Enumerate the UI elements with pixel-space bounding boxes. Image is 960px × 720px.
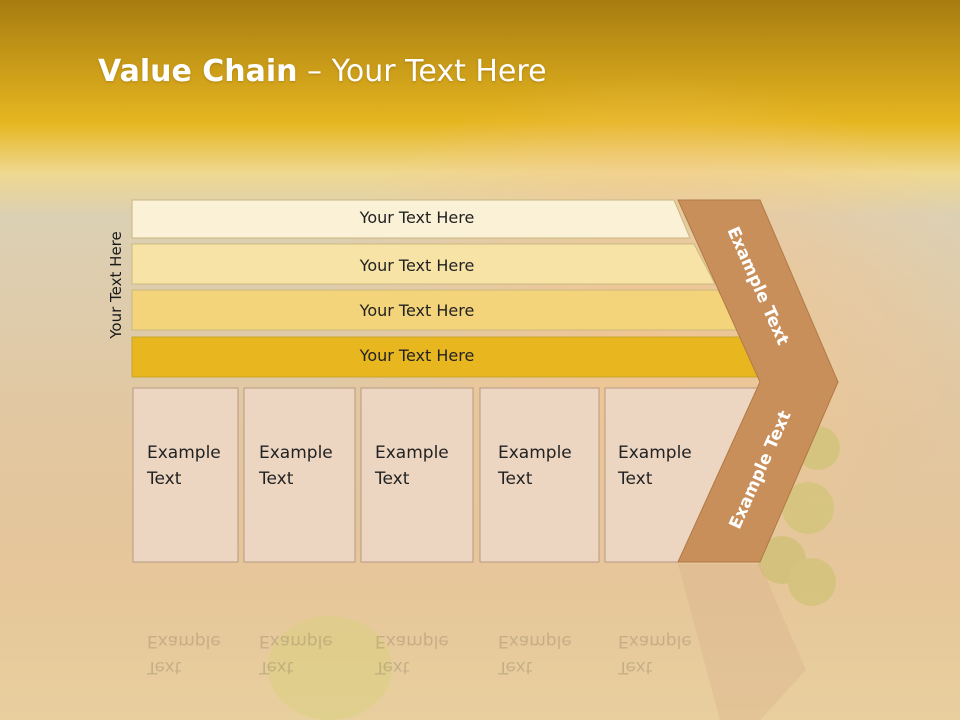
lemon-decoration — [268, 616, 392, 720]
chevron-reflection — [678, 564, 806, 720]
box-2 — [243, 387, 356, 563]
title-rest: – Your Text Here — [297, 54, 547, 89]
bar-1 — [131, 199, 691, 239]
box-3 — [360, 387, 474, 563]
box-4 — [479, 387, 600, 563]
title-bold: Value Chain — [98, 54, 298, 89]
box-1 — [132, 387, 239, 563]
bar-3-label: Your Text Here — [359, 301, 475, 320]
chevron-arrow — [677, 199, 839, 563]
bar-2 — [131, 243, 716, 285]
bar-1-label: Your Text Here — [359, 208, 475, 227]
bar-4-label: Your Text Here — [359, 346, 475, 365]
bar-2-label: Your Text Here — [359, 256, 475, 275]
slide-title: Value Chain – Your Text Here — [98, 54, 547, 89]
